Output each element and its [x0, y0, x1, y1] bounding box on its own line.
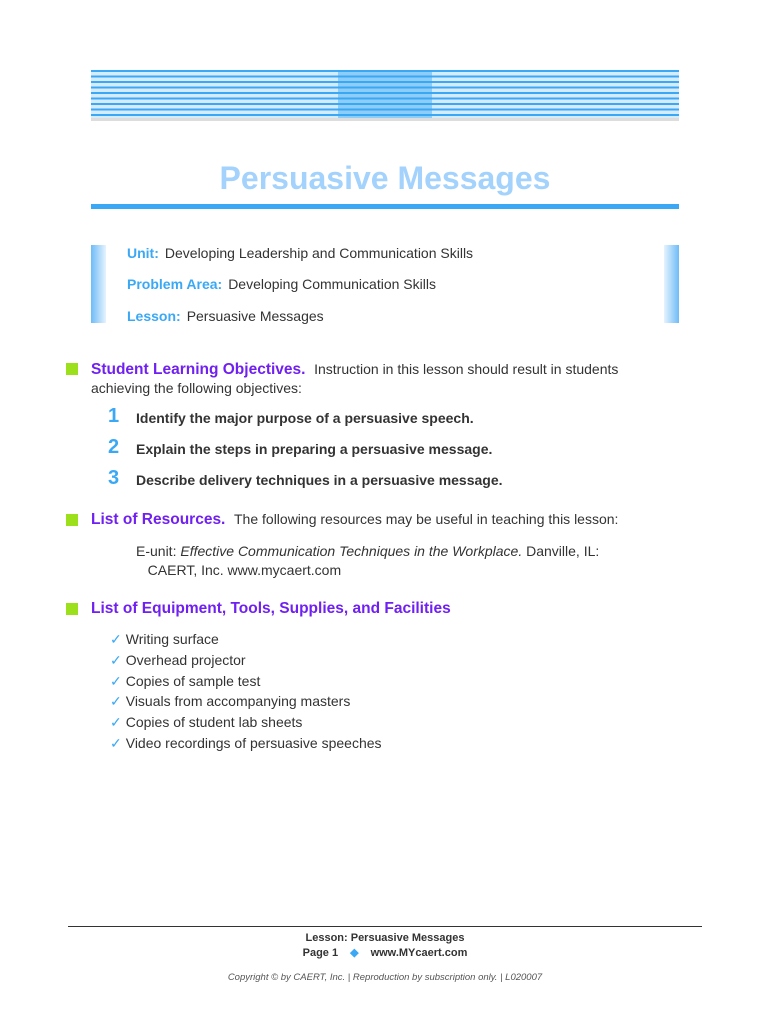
resource-title: Effective Communication Techniques in th…	[180, 543, 523, 559]
info-box-left-bar	[91, 245, 106, 323]
equipment-item: ✓Writing surface	[110, 631, 219, 648]
equipment-item-label: Copies of student lab sheets	[125, 714, 303, 730]
section-bullet-icon	[66, 603, 78, 615]
page-title: Persuasive Messages	[219, 160, 551, 196]
equipment-item-label: Video recordings of persuasive speeches	[125, 735, 382, 751]
objectives-intro: Instruction in this lesson should result…	[314, 361, 619, 377]
problem-area-line: Problem Area: Developing Communication Sk…	[127, 276, 436, 292]
unit-line: Unit: Developing Leadership and Communica…	[127, 245, 473, 261]
objective-item: Describe delivery techniques in a persua…	[136, 472, 503, 488]
lesson-value: Persuasive Messages	[186, 308, 324, 324]
footer-site-link[interactable]: www.MYcaert.com	[370, 947, 468, 959]
checkmark-icon: ✓	[110, 714, 122, 730]
resource-publisher: Danville, IL:	[522, 543, 600, 559]
resource-item: E-unit: Effective Communication Techniqu…	[136, 542, 599, 580]
footer-divider	[68, 926, 702, 927]
resource-prefix: E-unit:	[136, 543, 181, 559]
lesson-line: Lesson: Persuasive Messages	[127, 308, 324, 324]
equipment-heading: List of Equipment, Tools, Supplies, and …	[91, 600, 451, 617]
lesson-label: Lesson:	[127, 308, 181, 324]
problem-area-value: Developing Communication Skills	[228, 276, 436, 292]
section-bullet-icon	[66, 363, 78, 375]
objectives-section: Student Learning Objectives. Instruction…	[91, 360, 681, 379]
equipment-item-label: Writing surface	[125, 631, 219, 647]
footer-page-line: Page 1 ◆ www.MYcaert.com	[0, 946, 770, 959]
equipment-item: ✓Overhead projector	[110, 652, 246, 669]
resources-section: List of Resources. The following resourc…	[91, 511, 618, 529]
objective-item: Identify the major purpose of a persuasi…	[136, 410, 474, 426]
equipment-item: ✓Visuals from accompanying masters	[110, 693, 350, 710]
title-underline	[91, 204, 679, 209]
checkmark-icon: ✓	[110, 735, 122, 751]
checkmark-icon: ✓	[110, 631, 122, 647]
unit-value: Developing Leadership and Communication …	[164, 245, 474, 261]
unit-label: Unit:	[127, 245, 159, 261]
resources-intro: The following resources may be useful in…	[234, 511, 619, 527]
equipment-item-label: Overhead projector	[125, 652, 246, 668]
equipment-item: ✓Copies of student lab sheets	[110, 714, 302, 731]
equipment-item: ✓Video recordings of persuasive speeches	[110, 735, 382, 752]
header-stripes-decoration	[91, 70, 679, 121]
footer-page: Page 1	[302, 947, 339, 959]
objectives-heading: Student Learning Objectives.	[91, 361, 306, 378]
equipment-item-label: Visuals from accompanying masters	[125, 693, 351, 709]
resource-publisher-line2: CAERT, Inc. www.mycaert.com	[147, 562, 342, 578]
diamond-icon: ◆	[350, 947, 359, 959]
objective-item: Explain the steps in preparing a persuas…	[136, 441, 493, 457]
objective-number: 2	[108, 436, 120, 458]
checkmark-icon: ✓	[110, 693, 122, 709]
problem-area-label: Problem Area:	[127, 276, 223, 292]
info-box-right-bar	[664, 245, 679, 323]
objective-number: 1	[108, 405, 120, 427]
footer-lesson: Lesson: Persuasive Messages	[305, 932, 465, 944]
checkmark-icon: ✓	[110, 673, 122, 689]
checkmark-icon: ✓	[110, 652, 122, 668]
section-bullet-icon	[66, 514, 78, 526]
resources-heading: List of Resources.	[91, 511, 226, 528]
copyright: Copyright © by CAERT, Inc. | Reproductio…	[227, 972, 543, 983]
objective-number: 3	[108, 467, 120, 489]
equipment-item-label: Copies of sample test	[125, 673, 261, 689]
objectives-intro-cont: achieving the following objectives:	[91, 380, 302, 396]
equipment-item: ✓Copies of sample test	[110, 673, 260, 690]
